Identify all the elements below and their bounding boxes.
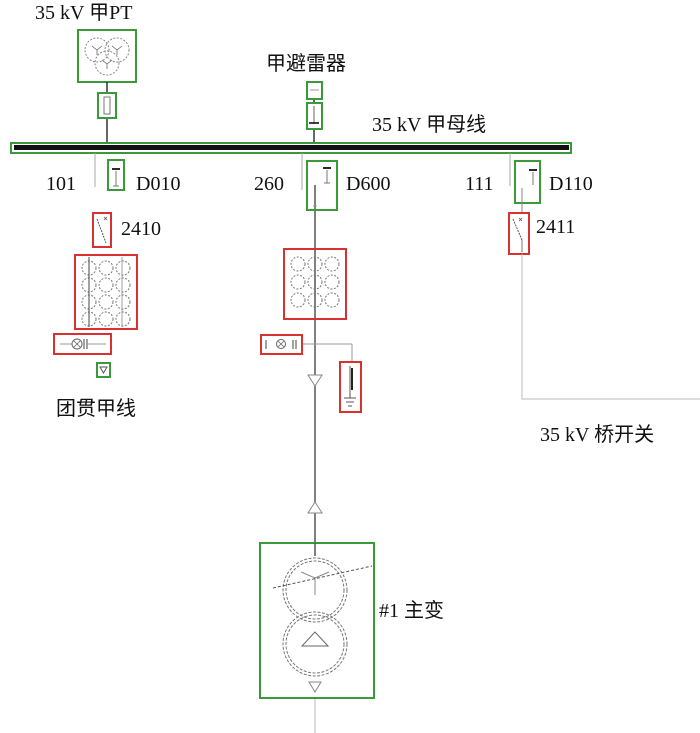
fuse-icon [103,96,111,115]
ct-coil [290,292,306,308]
bay2-meter[interactable] [260,334,353,362]
ct-coil [290,274,306,290]
ct-coil [98,277,114,293]
switch-D110[interactable] [514,160,541,215]
disconnector-2411[interactable] [508,212,530,255]
ct-coil [115,260,131,276]
disconnector-icon [96,218,107,244]
terminal-arrow-icon [99,366,108,374]
ct-coil [98,311,114,327]
bridge-switch-label: 35 kV 桥开关 [540,424,655,446]
ct-coil [324,274,340,290]
ct-icon [290,256,340,308]
bay3-breaker-label: 111 [465,173,494,195]
bay3-switch-label: D110 [549,173,593,195]
ct-coil [324,256,340,272]
bay1-disconnector-label: 2410 [121,218,161,240]
main-transformer-label: #1 主变 [379,600,444,622]
bay1-switch-label: D010 [136,173,181,195]
ct-coil [98,294,114,310]
bay2-up-arrow-icon [307,501,323,514]
ct-coil [307,274,323,290]
bridge-lead [521,254,700,400]
busbar-35kv[interactable] [10,142,572,154]
pt-frame [77,29,137,83]
ct-coil [307,292,323,308]
delta-icon [300,631,330,647]
pt-fuse[interactable] [97,92,117,119]
ct-coil [307,256,323,272]
ground-icon [344,393,356,407]
ct-coil [98,260,114,276]
bay3-disconnector-label: 2411 [536,216,576,238]
bay2-down-arrow-icon [307,374,323,387]
bay1-ct[interactable] [74,254,138,330]
disconnector-2410[interactable] [92,212,112,248]
arrester-label: 甲避雷器 [266,53,346,75]
ct-coil [115,277,131,293]
busbar-label: 35 kV 甲母线 [372,114,487,136]
bay2-ct[interactable] [283,248,347,320]
ct-coil [115,311,131,327]
switch-D010[interactable] [107,159,125,191]
main-transformer-1[interactable] [259,542,375,699]
bay1-breaker-label: 101 [46,173,76,195]
pt-label: 35 kV 甲PT [35,2,133,24]
arrester-element[interactable] [306,102,323,130]
arrester-top[interactable] [306,81,323,100]
bay1-meter[interactable] [53,333,112,355]
bay2-breaker-label: 260 [254,173,284,195]
ct-coil [115,294,131,310]
bay1-terminal[interactable] [96,362,111,378]
bay2-switch-label: D600 [346,173,391,195]
feeder-label: 团贯甲线 [56,398,136,420]
meter-icon [71,338,83,350]
pt-unit[interactable] [77,29,137,83]
ct-coil [290,256,306,272]
transformer-windings-icon [282,557,348,677]
disconnector-icon [512,218,523,241]
pt-windings-icon [84,37,130,76]
meter-icon [276,339,286,349]
ct-coil [324,292,340,308]
bay2-ground[interactable] [339,361,362,413]
switch-D600[interactable] [306,160,338,211]
